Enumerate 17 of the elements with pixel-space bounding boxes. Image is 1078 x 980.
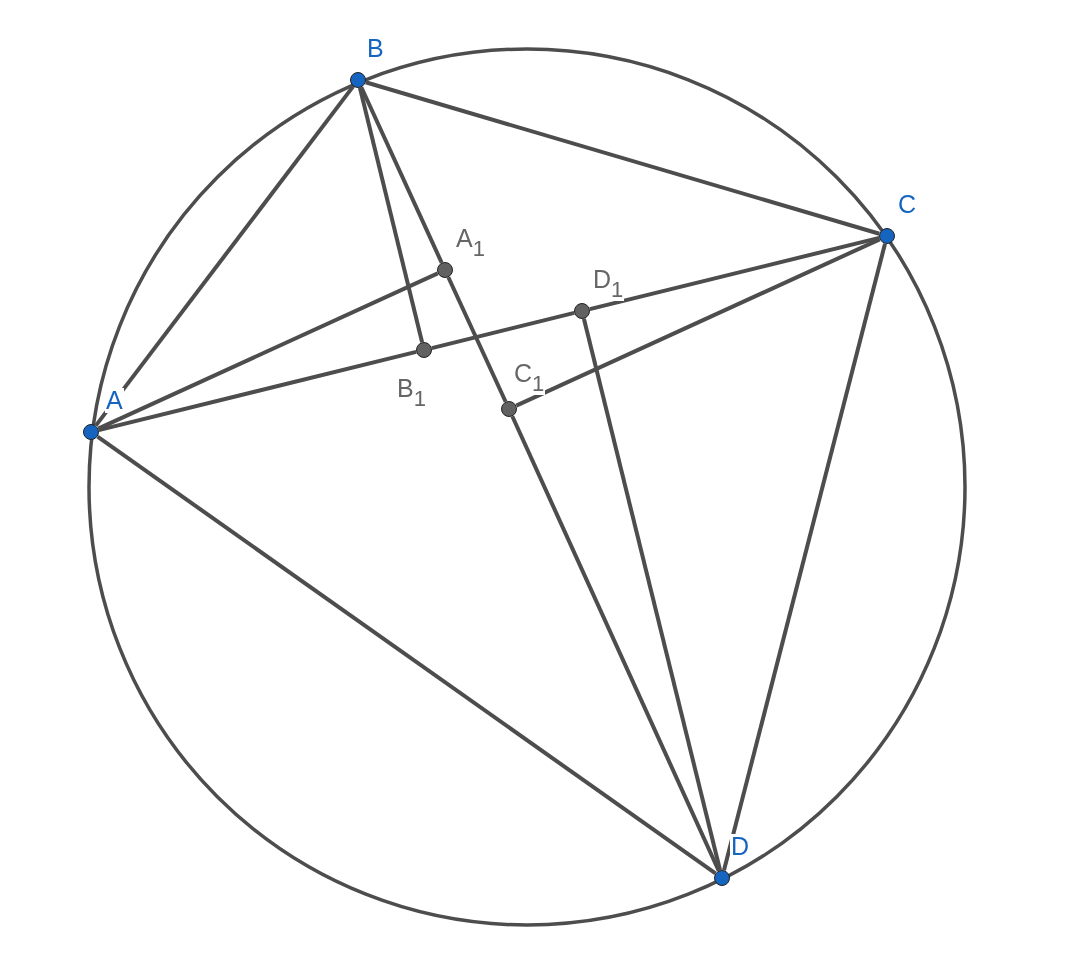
line-segment <box>446 276 508 403</box>
line-segment <box>98 349 417 433</box>
line-segment <box>357 87 425 343</box>
line-segment <box>431 310 575 351</box>
point-label: A <box>105 388 124 413</box>
line-segment <box>510 415 721 872</box>
line-segment <box>359 86 444 264</box>
line-segment <box>97 271 439 431</box>
line-segment <box>94 85 355 427</box>
line-segment <box>722 243 887 871</box>
line-segment <box>515 237 881 408</box>
point-label: C$_{1}$ <box>513 361 546 395</box>
line-segment <box>581 318 723 871</box>
line-segment <box>365 80 880 236</box>
line-segment <box>589 235 880 312</box>
line-segment <box>96 435 717 875</box>
point-label: D$_{1}$ <box>592 267 625 301</box>
